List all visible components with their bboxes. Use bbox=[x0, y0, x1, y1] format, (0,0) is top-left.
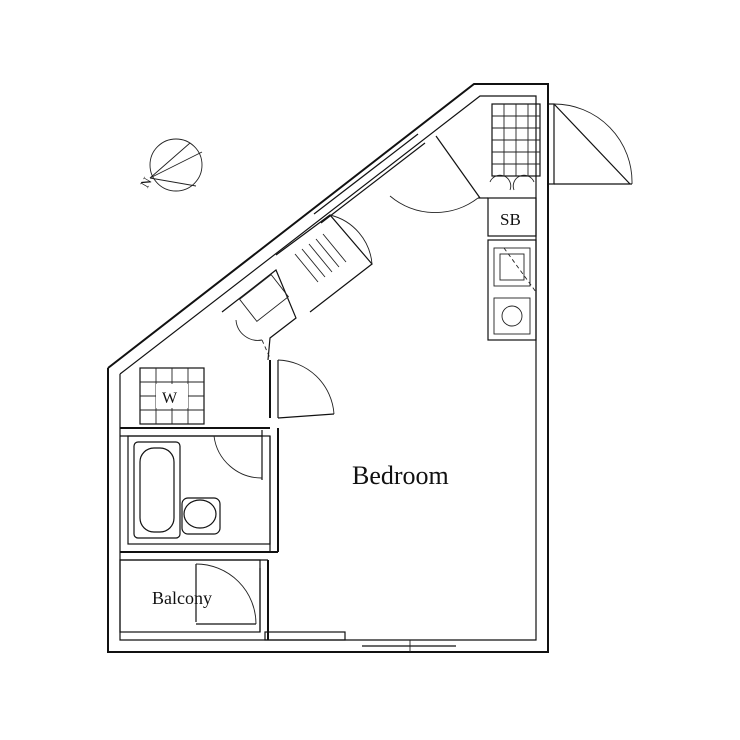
balcony-area: Balcony bbox=[119, 559, 261, 633]
washer-label: W bbox=[162, 390, 178, 407]
storage-closet bbox=[221, 269, 297, 361]
hall-door bbox=[389, 135, 488, 214]
closet-door bbox=[277, 359, 335, 419]
bathroom bbox=[127, 430, 271, 545]
washer-space: W bbox=[139, 367, 205, 425]
shoe-storage bbox=[491, 103, 541, 177]
bedroom-label: Bedroom bbox=[352, 461, 449, 490]
closet bbox=[275, 214, 373, 313]
entrance-door bbox=[547, 103, 633, 185]
balcony-label: Balcony bbox=[152, 588, 212, 608]
sb-label: SB bbox=[500, 210, 521, 229]
sb-cabinet: SB bbox=[487, 174, 537, 237]
north-compass-icon: N bbox=[137, 138, 203, 192]
kitchen-unit bbox=[487, 239, 537, 341]
